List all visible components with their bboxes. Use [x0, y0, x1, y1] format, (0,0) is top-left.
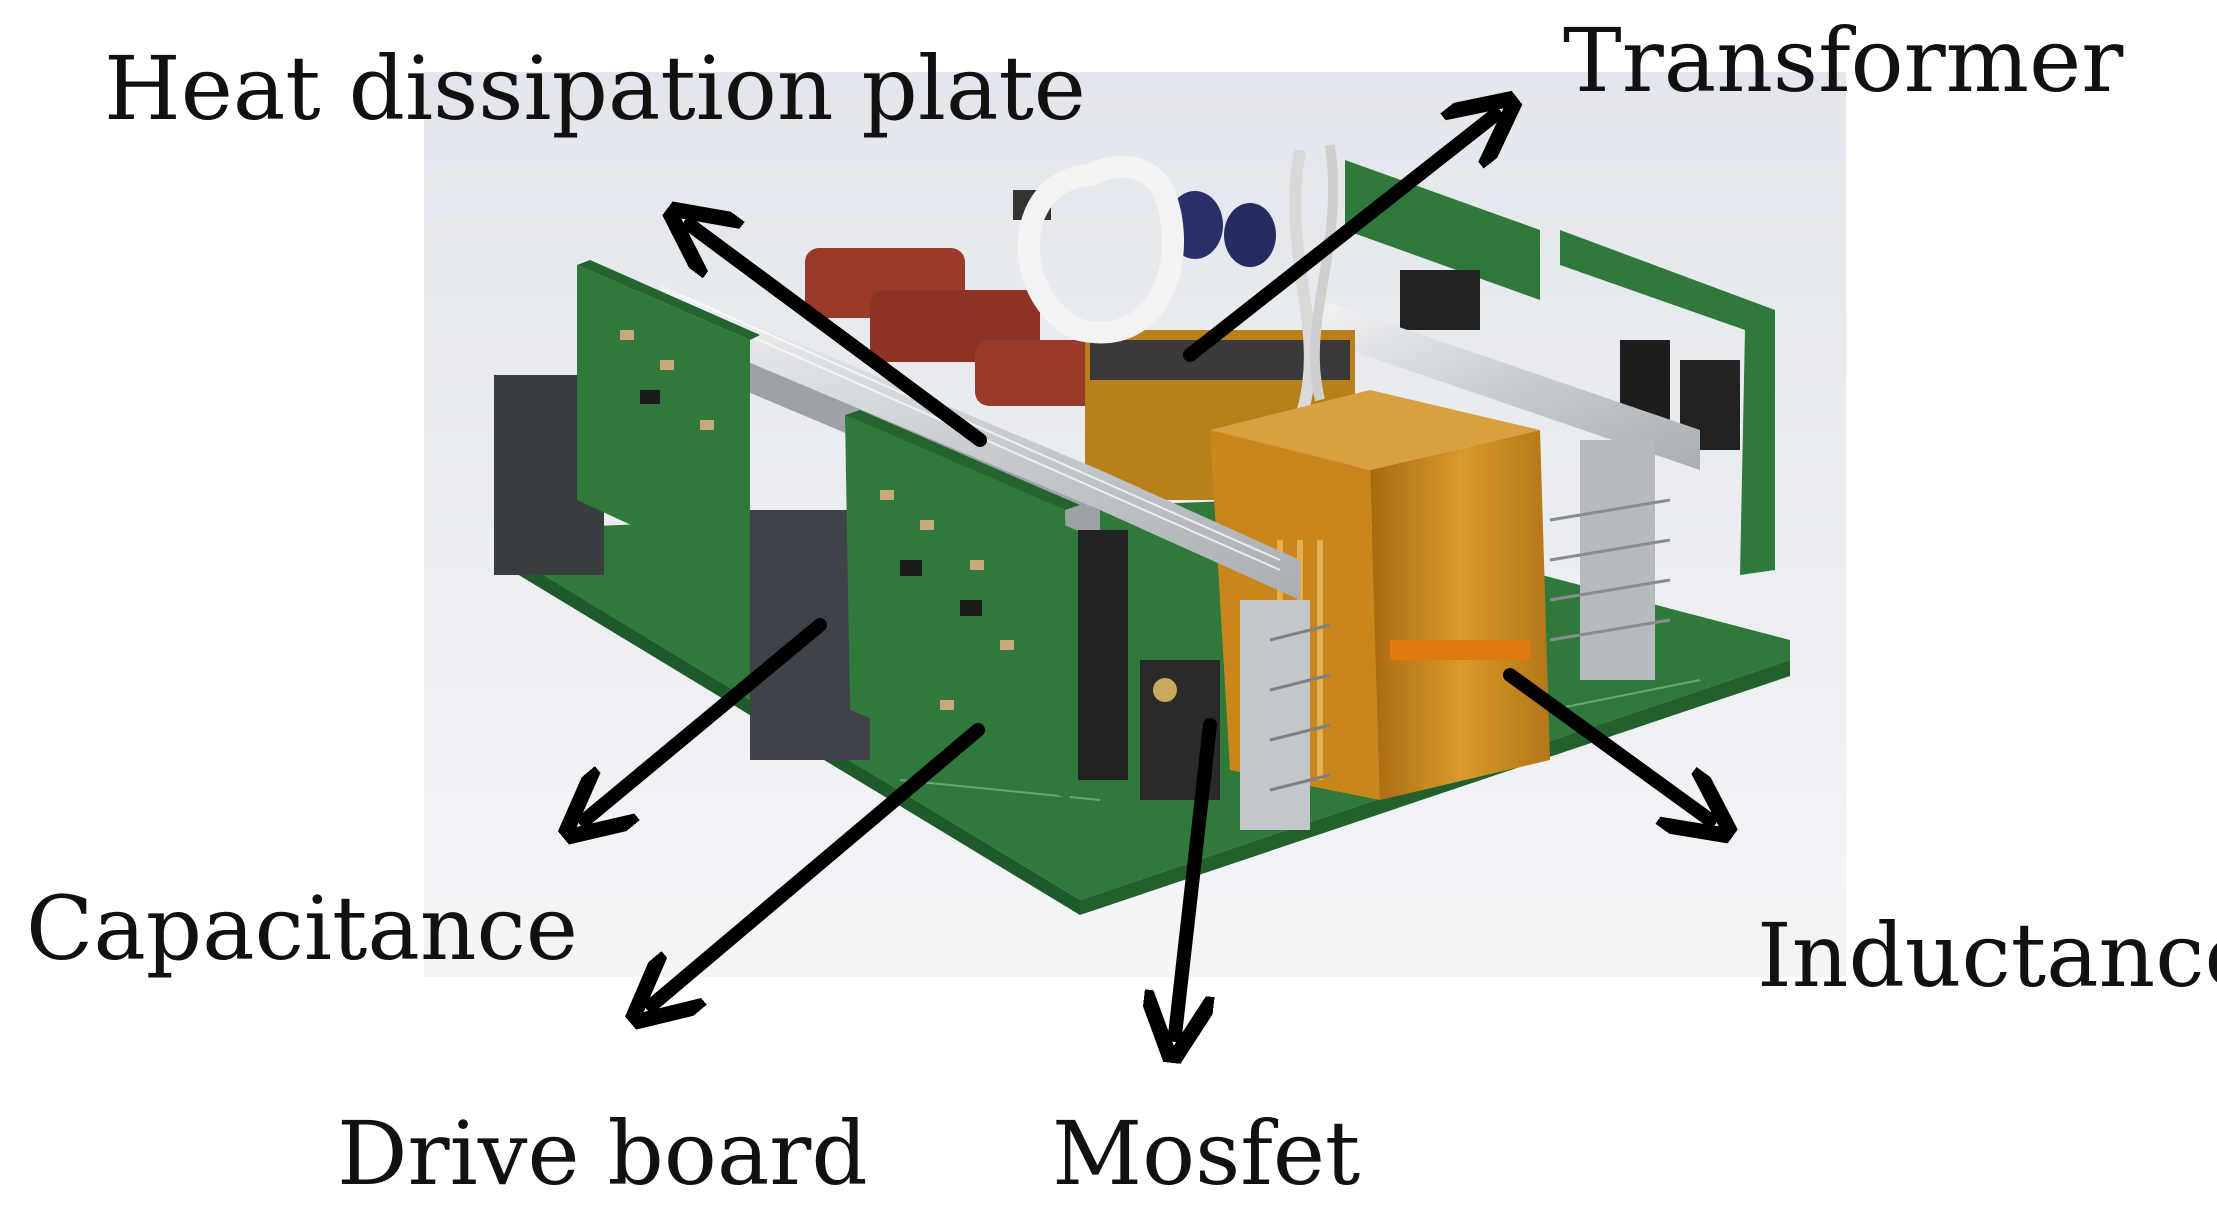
- arrow-drive-board: [652, 723, 985, 1005]
- label-heat-dissipation-plate: Heat dissipation plate: [104, 37, 1086, 140]
- label-mosfet: Mosfet: [1052, 1102, 1361, 1205]
- arrow-inductance: [1503, 668, 1710, 820]
- right-heatsink: [1320, 300, 1700, 680]
- label-inductance: Inductance: [1757, 904, 2217, 1007]
- annotation-arrows: [585, 115, 1710, 1035]
- arrow-capacitance: [585, 618, 827, 820]
- arrow-transformer: [1183, 115, 1495, 362]
- label-drive-board: Drive board: [337, 1102, 868, 1205]
- label-capacitance: Capacitance: [26, 877, 578, 980]
- arrow-heat-dissipation-plate: [690, 225, 987, 447]
- front-drive-boards: [577, 260, 1080, 800]
- arrow-mosfet: [1175, 718, 1217, 1035]
- label-transformer: Transformer: [1563, 9, 2124, 112]
